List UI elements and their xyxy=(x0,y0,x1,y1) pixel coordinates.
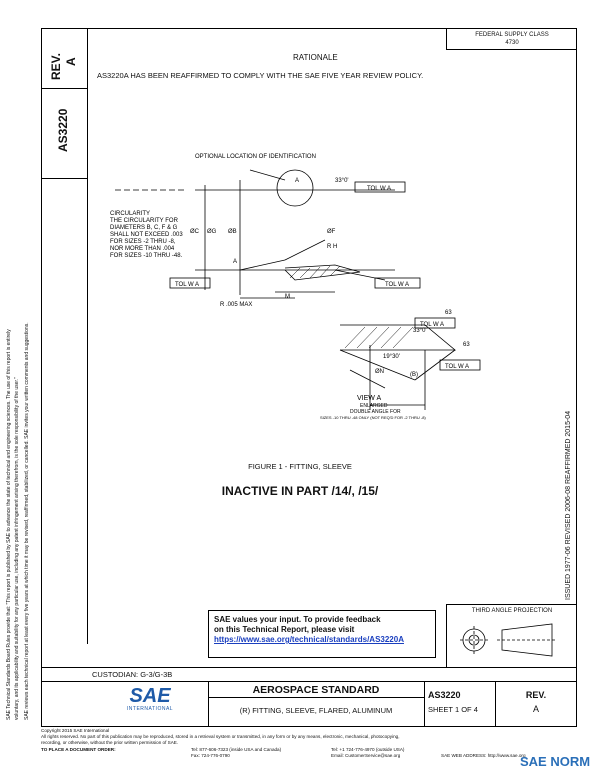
side-legal-line-3: SAE reviews each technical report at lea… xyxy=(24,322,30,720)
projection-symbol xyxy=(460,623,557,657)
footer-order-label: TO PLACE A DOCUMENT ORDER: xyxy=(41,746,116,752)
angle-19-label: 19°30' xyxy=(383,354,400,360)
rev-cell-divider xyxy=(41,88,87,89)
r-h-label: R H xyxy=(327,244,337,250)
sheet-number: SHEET 1 OF 4 xyxy=(428,705,478,714)
tol-box-right: TOL W A xyxy=(385,282,409,288)
tol-box-top: TOL W A xyxy=(367,186,391,192)
fitting-drawing: OPTIONAL LOCATION OF IDENTIFICATION 33°0… xyxy=(110,154,481,420)
document-title: (R) FITTING, SLEEVE, FLARED, ALUMINUM xyxy=(239,706,393,715)
title-logo-divider xyxy=(208,681,209,727)
circularity-line-0: CIRCULARITY xyxy=(110,211,150,217)
label-m: M xyxy=(285,294,290,300)
inactive-notice: INACTIVE IN PART /14/, /15/ xyxy=(221,484,379,498)
dia-c-label: ØC xyxy=(190,229,200,235)
drawing-frame xyxy=(41,28,577,727)
circularity-line-2: DIAMETERS B, C, F & G xyxy=(110,225,178,231)
label-a-top: A xyxy=(295,178,299,184)
dia-f-label: ØF xyxy=(327,229,336,235)
feedback-line-1: SAE values your input. To provide feedba… xyxy=(214,615,381,624)
sae-logo-sub: INTERNATIONAL xyxy=(126,706,174,712)
footer-email: Email: CustomerService@sae.org xyxy=(331,752,401,758)
sae-norm-watermark: SAE NORM xyxy=(520,754,591,769)
side-legal-line-2: voluntary, and its applicability and sui… xyxy=(14,377,20,720)
view-a-label: VIEW A xyxy=(357,395,381,402)
third-angle-projection: THIRD ANGLE PROJECTION xyxy=(446,604,577,667)
title-rev-divider xyxy=(495,681,496,727)
view-sub-3: SIZES -10 THRU -48 ONLY (NOT REQ'D FOR -… xyxy=(320,415,426,420)
custodian-label: CUSTODIAN: G-3/G-3B xyxy=(92,670,173,679)
tol-box-view-1: TOL W A xyxy=(420,322,444,328)
footer-rights-2: recording, or otherwise, without the pri… xyxy=(41,740,179,746)
side-rev-value: A xyxy=(64,57,78,66)
footer-tel-2: Tel: +1 724-776-4970 (outside USA) xyxy=(331,746,405,752)
angle-33-view: 33°0' xyxy=(413,328,427,334)
label-a-mid: A xyxy=(233,259,237,265)
federal-class-line2: 4730 xyxy=(505,40,519,46)
label-b: (B) xyxy=(410,372,418,378)
document-number: AS3220 xyxy=(428,690,461,700)
tol-box-view-2: TOL W A xyxy=(445,364,469,370)
side-doc-number: AS3220 xyxy=(56,108,70,152)
tol-box-left: TOL W A xyxy=(175,282,199,288)
dia-g-label: ØG xyxy=(207,229,217,235)
doc-cell-divider xyxy=(41,178,87,179)
footer-copyright: Copyright 2015 SAE International xyxy=(41,728,110,733)
feedback-link[interactable]: https://www.sae.org/technical/standards/… xyxy=(214,635,404,644)
dia-b-label: ØB xyxy=(228,229,237,235)
circularity-line-5: NOR MORE THAN .004 xyxy=(110,246,175,252)
view-sub-2: DOUBLE ANGLE FOR xyxy=(350,409,401,415)
circularity-line-3: SHALL NOT EXCEED .003 xyxy=(110,232,183,238)
circularity-line-6: FOR SIZES -10 THRU -48. xyxy=(110,253,183,259)
federal-class-line1: FEDERAL SUPPLY CLASS xyxy=(475,32,549,38)
rev-label: REV. xyxy=(525,690,547,700)
projection-label: THIRD ANGLE PROJECTION xyxy=(471,608,553,614)
roughness-1: 63 xyxy=(445,310,452,316)
feedback-box: SAE values your input. To provide feedba… xyxy=(208,610,436,658)
rationale-title: RATIONALE xyxy=(293,53,338,62)
figure-caption: FIGURE 1 - FITTING, SLEEVE xyxy=(248,462,352,471)
federal-supply-class-box: FEDERAL SUPPLY CLASS 4730 xyxy=(446,28,577,50)
side-legal-line-1: SAE Technical Standards Board Rules prov… xyxy=(6,329,12,720)
view-sub-1: ENLARGED xyxy=(360,403,388,409)
circularity-line-4: FOR SIZES -2 THRU -8, xyxy=(110,239,176,245)
rationale-text: AS3220A HAS BEEN REAFFIRMED TO COMPLY WI… xyxy=(97,71,424,80)
issue-dates: ISSUED 1977-06 REVISED 2006-08 REAFFIRME… xyxy=(565,410,572,600)
feedback-line-2: on this Technical Report, please visit xyxy=(214,625,355,634)
r-max-label: R .005 MAX xyxy=(220,302,252,308)
standard-type: AEROSPACE STANDARD xyxy=(252,684,380,696)
rev-value: A xyxy=(532,704,539,714)
circularity-line-1: THE CIRCULARITY FOR xyxy=(110,218,179,224)
custodian-divider-top xyxy=(41,667,577,668)
title-number-divider xyxy=(424,681,425,727)
footer: Copyright 2015 SAE International All rig… xyxy=(41,728,581,760)
sae-logo: SAE INTERNATIONAL xyxy=(120,686,180,712)
dia-n-label: ØN xyxy=(375,369,384,375)
footer-fax: Fax: 724-776-0790 xyxy=(191,752,230,758)
title-mid-divider xyxy=(208,697,424,698)
footer-rights: All rights reserved. No part of this pub… xyxy=(41,734,400,740)
left-column-divider xyxy=(87,28,88,644)
title-block-divider xyxy=(41,681,577,682)
sae-logo-text: SAE xyxy=(129,685,171,707)
footer-tel: Tel: 877-606-7323 (inside USA and Canada… xyxy=(191,746,282,752)
side-rev-label: REV. xyxy=(49,53,63,80)
angle-33-top: 33°0' xyxy=(335,178,349,184)
footer-web: SAE WEB ADDRESS: http://www.sae.org xyxy=(441,752,526,758)
optional-location-note: OPTIONAL LOCATION OF IDENTIFICATION xyxy=(195,154,316,160)
roughness-2: 63 xyxy=(463,342,470,348)
